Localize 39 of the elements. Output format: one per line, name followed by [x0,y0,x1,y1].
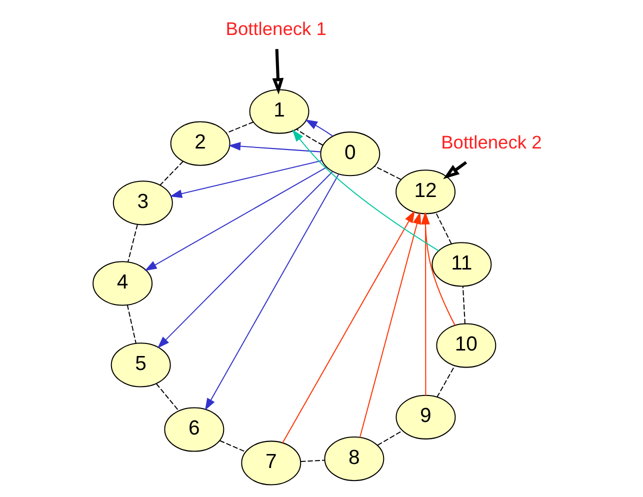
connector [377,430,403,446]
node-ellipse: 4 [92,261,153,306]
node-ellipse: 5 [110,342,171,388]
connector [300,460,325,462]
node-ellipse: 2 [170,121,230,166]
connector [462,286,466,324]
node-ellipse: 10 [436,323,496,368]
node-text: Bottleneck 1 [226,18,326,40]
connector [435,212,452,244]
arrow [359,212,422,438]
node-ellipse: 0 [320,132,380,176]
arrow [282,210,415,444]
arrow [204,174,340,411]
node-ellipse: 8 [324,436,384,482]
connector [436,366,456,398]
node-ellipse: 6 [164,407,224,452]
node-ellipse: 12 [396,170,456,214]
node-ellipse: 11 [432,242,492,287]
node-ellipse: 1 [249,89,310,134]
connector [220,440,246,452]
connector [160,161,184,186]
connector [296,128,324,146]
arrow [228,142,321,152]
connector [126,304,136,344]
node-ellipse: 7 [241,440,302,486]
node-ellipse: 9 [396,394,456,440]
connector [127,224,138,262]
arrow [157,171,334,348]
arrow [272,49,284,94]
arrow [170,160,322,198]
arrow [292,129,439,252]
arrow [144,166,327,271]
node-ellipse: 3 [112,180,173,226]
connector [374,166,402,180]
node-text: Bottleneck 2 [441,131,542,152]
arrow [305,119,334,137]
connector [226,122,254,134]
connector [156,383,179,411]
arrow [443,161,468,180]
